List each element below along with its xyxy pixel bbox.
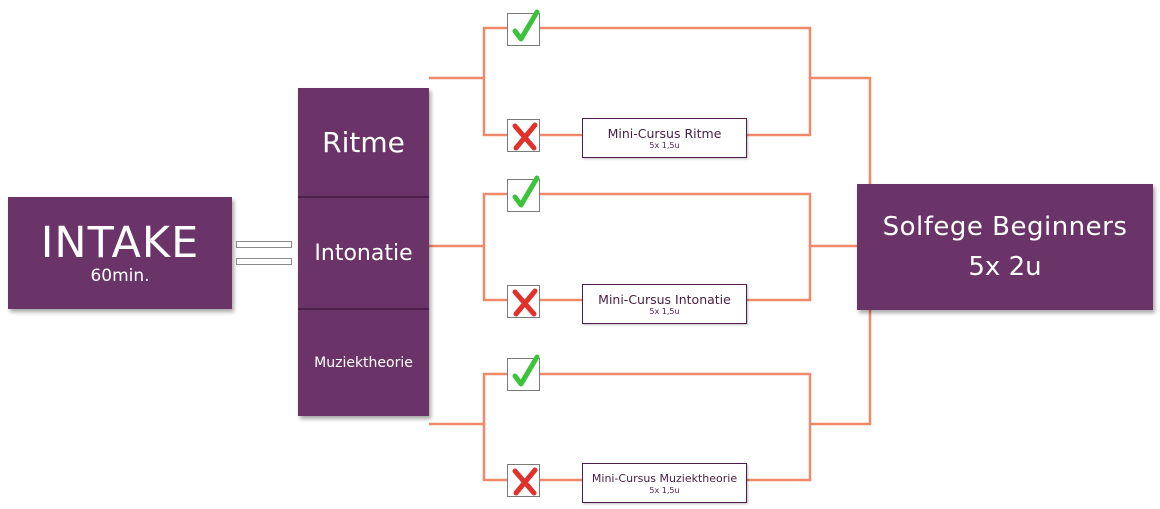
- cross-icon: [512, 122, 538, 151]
- connector-theorie-pass: [482, 372, 812, 424]
- cross-box-intonatie: [507, 285, 540, 318]
- cross-icon: [512, 467, 538, 496]
- mini-course-ritme: Mini-Cursus Ritme 5x 1,5u: [582, 118, 747, 158]
- mini-course-intonatie: Mini-Cursus Intonatie 5x 1,5u: [582, 284, 747, 324]
- intake-title: INTAKE: [40, 218, 200, 268]
- mini-course-intonatie-sessions: 5x 1,5u: [649, 306, 680, 316]
- checkmark-box-ritme: [507, 9, 540, 46]
- mini-course-muziektheorie-title: Mini-Cursus Muziektheorie: [591, 471, 738, 485]
- cross-box-theorie: [507, 464, 540, 497]
- final-sessions: 5x 2u: [968, 252, 1042, 282]
- checkmark-icon: [512, 175, 540, 208]
- mini-course-intonatie-title: Mini-Cursus Intonatie: [598, 291, 731, 307]
- connector-intonatie-pass: [482, 192, 812, 246]
- cross-box-ritme: [507, 119, 540, 152]
- final-title: Solfege Beginners: [882, 212, 1128, 242]
- mini-course-ritme-title: Mini-Cursus Ritme: [607, 125, 722, 141]
- mini-course-muziektheorie-sessions: 5x 1,5u: [649, 485, 680, 495]
- equals-bar-top: [236, 241, 292, 248]
- connector-ritme-pass: [482, 26, 812, 78]
- checkmark-box-intonatie: [507, 175, 540, 212]
- checkmark-box-theorie: [507, 354, 540, 391]
- connector-theorie-out: [810, 310, 872, 426]
- connector-ritme-out: [810, 76, 872, 184]
- intake-duration: 60min.: [90, 266, 150, 286]
- mini-course-ritme-sessions: 5x 1,5u: [649, 140, 680, 150]
- checkmark-icon: [512, 354, 540, 387]
- topic-ritme: Ritme: [298, 88, 429, 198]
- topic-intonatie: Intonatie: [298, 198, 429, 310]
- intake-box: INTAKE 60min.: [8, 197, 232, 309]
- topic-muziektheorie: Muziektheorie: [314, 355, 413, 371]
- solfege-beginners-box: Solfege Beginners 5x 2u: [857, 184, 1153, 310]
- topic-column: Ritme Intonatie Muziektheorie: [298, 88, 429, 416]
- checkmark-icon: [512, 9, 540, 42]
- equals-bar-bottom: [236, 258, 292, 265]
- cross-icon: [512, 288, 538, 317]
- mini-course-muziektheorie: Mini-Cursus Muziektheorie 5x 1,5u: [582, 463, 747, 503]
